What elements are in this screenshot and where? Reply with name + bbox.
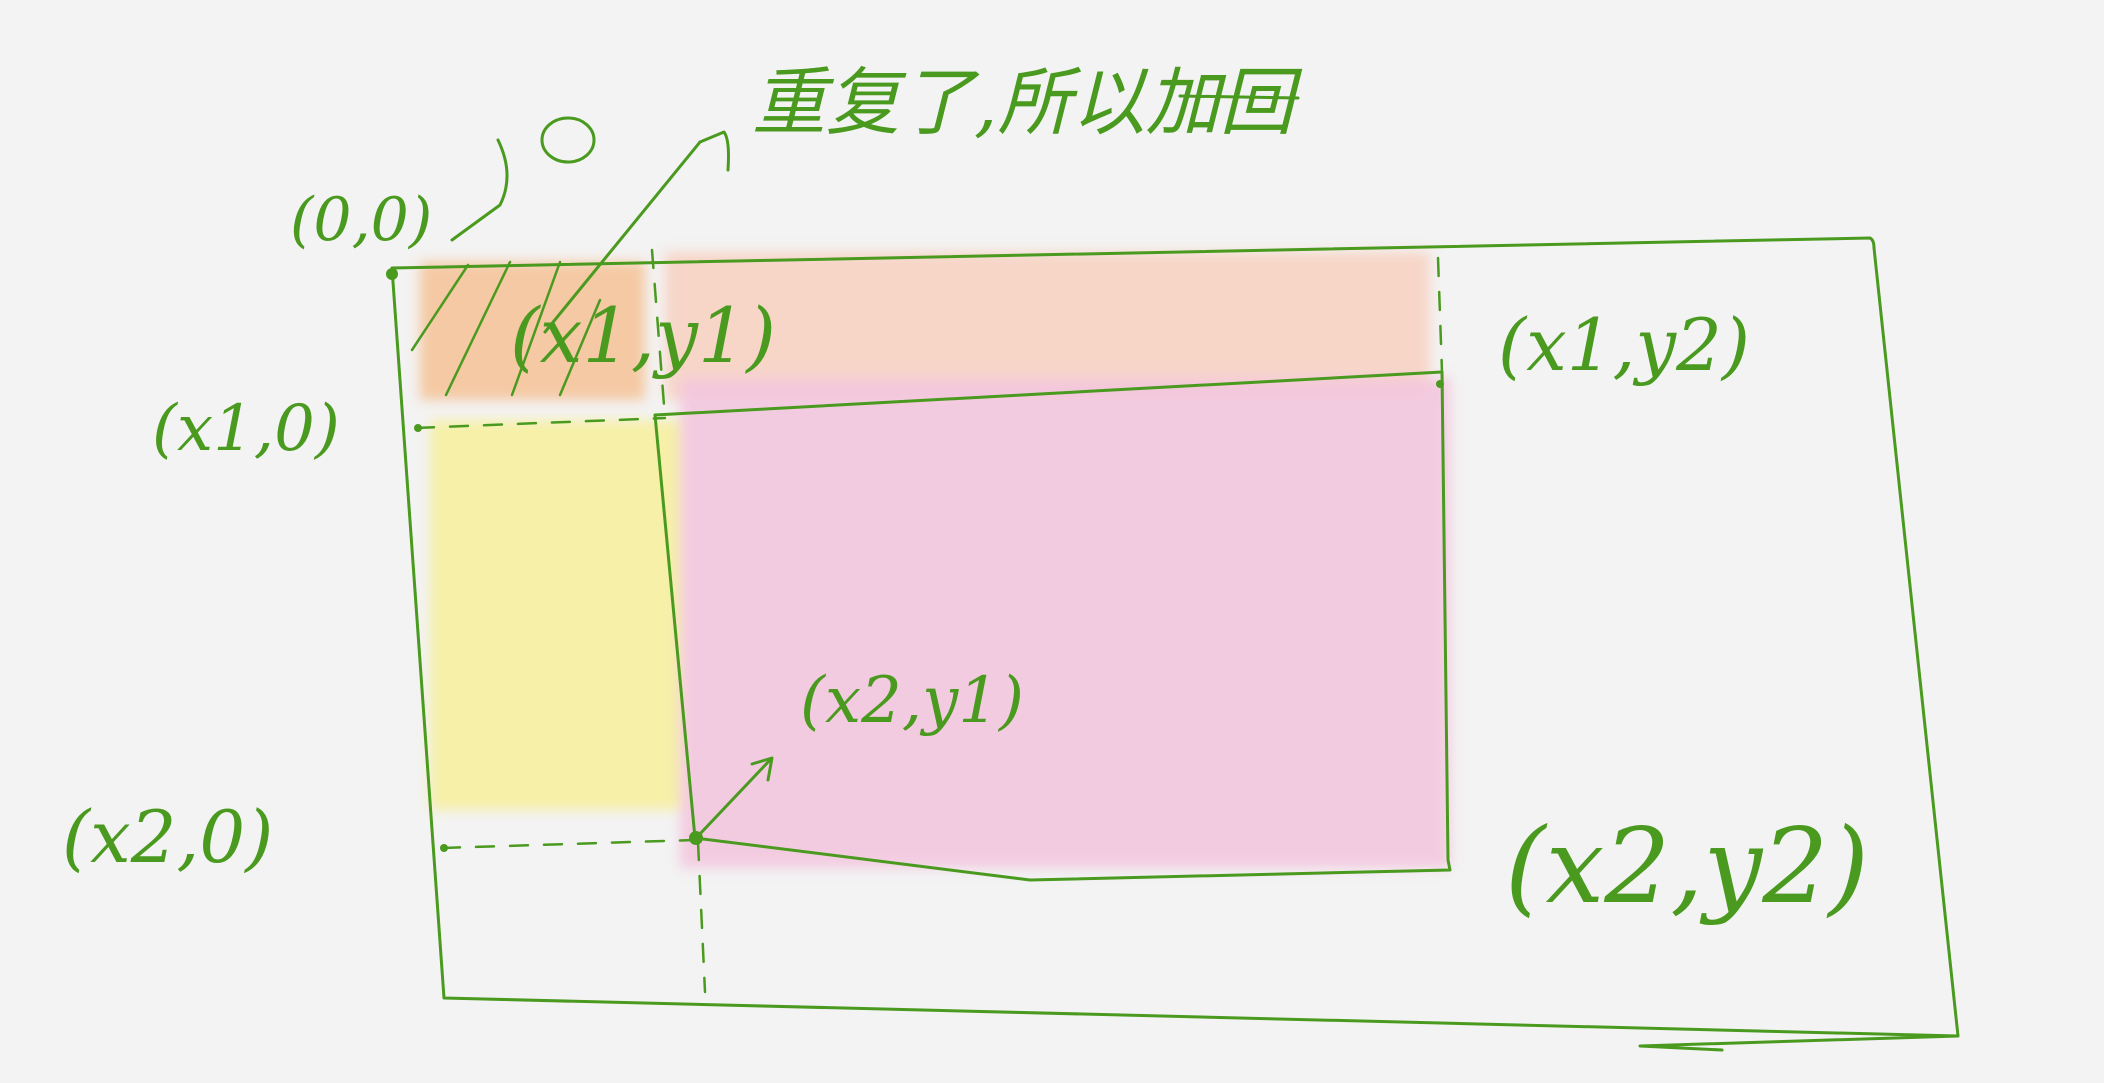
label-x1-0: (x1,0) (152, 392, 340, 466)
label-x2-y2: (x2,y2) (1505, 805, 1869, 927)
top-band-region (665, 252, 1430, 400)
shaded-regions (420, 252, 1450, 868)
annotation-underline (1178, 94, 1300, 100)
outer-rectangle (390, 236, 1960, 1052)
annotation-text: 重复了,所以加回 (752, 60, 1303, 146)
annotation-arrow (543, 130, 730, 334)
x2y1-arrow (696, 756, 774, 838)
dashed-guides (414, 248, 1444, 994)
target-region (680, 378, 1450, 868)
origin-pointer (450, 138, 509, 242)
overlap-region (420, 262, 645, 400)
overlap-hatching (410, 260, 602, 397)
label-x2-y1: (x2,y1) (800, 664, 1024, 738)
origin-circle (540, 116, 596, 164)
label-x1-y1: (x1,y1) (510, 291, 776, 380)
label-x2-0: (x2,0) (62, 795, 273, 879)
label-x1-y2: (x1,y2) (1498, 303, 1750, 387)
label-origin: (0,0) (290, 185, 432, 255)
left-band-region (430, 420, 680, 810)
